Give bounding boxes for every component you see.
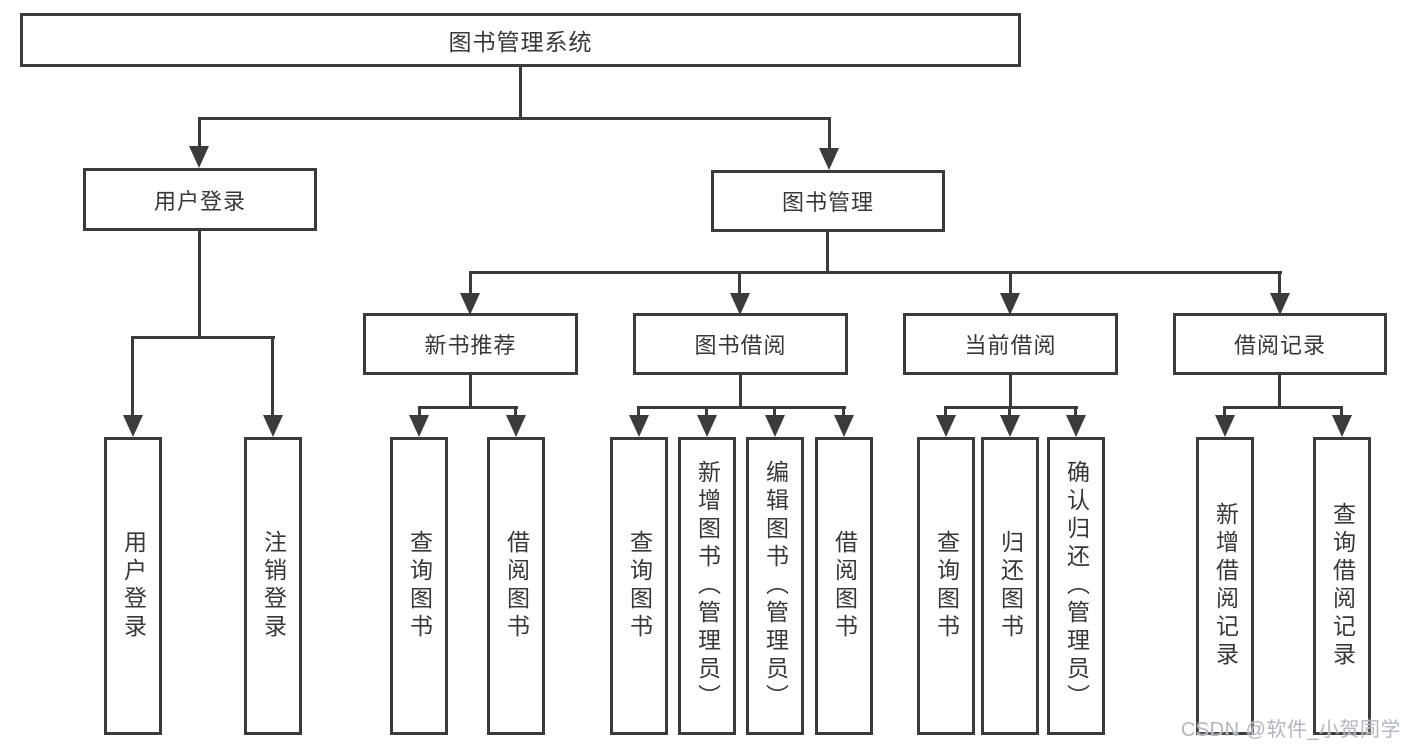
node-label: 图书借阅 [694,333,787,358]
connector-line [131,336,275,339]
connector-line [1009,375,1012,409]
connector-line [469,271,1282,274]
connector-line [637,406,640,420]
arrow-down-icon [819,148,839,170]
connector-line [828,117,831,153]
connector-line [944,406,1078,409]
connector-line [1340,406,1343,420]
leaf-borrow-book-borrowing: 借阅图书 [815,437,873,735]
connector-line [1278,375,1281,409]
node-new-book-recommend: 新书推荐 [363,313,578,375]
leaf-user-login: 用户登录 [104,437,162,735]
leaf-label: 查询图书 [626,530,653,642]
connector-line [469,271,472,299]
leaf-label: 注销登录 [260,530,287,642]
leaf-query-book-current: 查询图书 [917,437,975,735]
node-book-management: 图书管理 [711,170,945,232]
leaf-label: 查询借阅记录 [1329,502,1356,670]
arrow-down-icon [1000,415,1020,437]
connector-line [1009,271,1012,299]
leaf-query-book-recommend: 查询图书 [390,437,448,735]
connector-line [469,375,472,409]
arrow-down-icon [1332,415,1352,437]
leaf-query-book-borrowing: 查询图书 [610,437,668,735]
arrow-down-icon [1270,293,1290,315]
arrow-down-icon [1066,415,1086,437]
node-label: 图书管理系统 [448,29,593,55]
leaf-label: 借阅图书 [503,530,530,642]
arrow-down-icon [1215,415,1235,437]
csdn-watermark: CSDN @软件_小贺同学 [1180,719,1401,741]
connector-line [131,336,134,420]
node-current-borrowing: 当前借阅 [903,313,1118,375]
leaf-label: 查询图书 [406,530,433,642]
arrow-down-icon [263,415,283,437]
connector-line [773,406,776,420]
node-label: 图书管理 [781,190,874,215]
leaf-borrow-book-recommend: 借阅图书 [487,437,545,735]
node-label: 当前借阅 [964,333,1057,358]
connector-line [519,67,522,120]
connector-line [1278,271,1281,299]
connector-line [739,375,742,409]
node-label: 用户登录 [153,188,246,214]
node-user-login: 用户登录 [83,168,317,231]
leaf-label: 查询图书 [933,530,960,642]
arrow-down-icon [765,415,785,437]
leaf-label: 新增图书（管理员） [694,460,721,712]
connector-line [1008,406,1011,420]
leaf-query-borrow-record: 查询借阅记录 [1313,437,1371,735]
connector-line [1074,406,1077,420]
leaf-label: 编辑图书（管理员） [762,460,789,712]
connector-line [1223,406,1343,409]
leaf-confirm-return-admin: 确认归还（管理员） [1047,437,1105,735]
leaf-edit-book-admin: 编辑图书（管理员） [746,437,804,735]
leaf-add-book-admin: 新增图书（管理员） [678,437,736,735]
node-borrowing-records: 借阅记录 [1173,313,1387,375]
arrow-down-icon [936,415,956,437]
arrow-down-icon [1000,293,1020,315]
connector-line [738,271,741,299]
leaf-label: 借阅图书 [831,530,858,642]
node-label: 新书推荐 [424,333,517,358]
arrow-down-icon [697,415,717,437]
node-library-management-system: 图书管理系统 [20,13,1021,67]
arrow-down-icon [834,415,854,437]
leaf-label: 用户登录 [120,530,147,642]
connector-line [944,406,947,420]
node-label: 借阅记录 [1233,333,1326,358]
connector-line [826,232,829,274]
leaf-label: 新增借阅记录 [1212,502,1239,670]
arrow-down-icon [409,415,429,437]
connector-line [418,406,421,420]
node-book-borrowing: 图书借阅 [633,313,848,375]
connector-line [514,406,517,420]
leaf-logout: 注销登录 [244,437,302,735]
leaf-label: 确认归还（管理员） [1063,460,1090,712]
arrow-down-icon [506,415,526,437]
leaf-add-borrow-record: 新增借阅记录 [1196,437,1254,735]
leaf-label: 归还图书 [997,530,1024,642]
connector-line [198,231,201,339]
connector-line [198,117,201,151]
leaf-return-book: 归还图书 [981,437,1039,735]
connector-line [705,406,708,420]
arrow-down-icon [189,146,209,168]
arrow-down-icon [460,293,480,315]
arrow-down-icon [629,415,649,437]
connector-line [842,406,845,420]
arrow-down-icon [123,415,143,437]
arrow-down-icon [730,293,750,315]
connector-line [638,406,846,409]
connector-line [418,406,518,409]
connector-line [1223,406,1226,420]
connector-line [271,336,274,420]
connector-line [198,117,831,120]
